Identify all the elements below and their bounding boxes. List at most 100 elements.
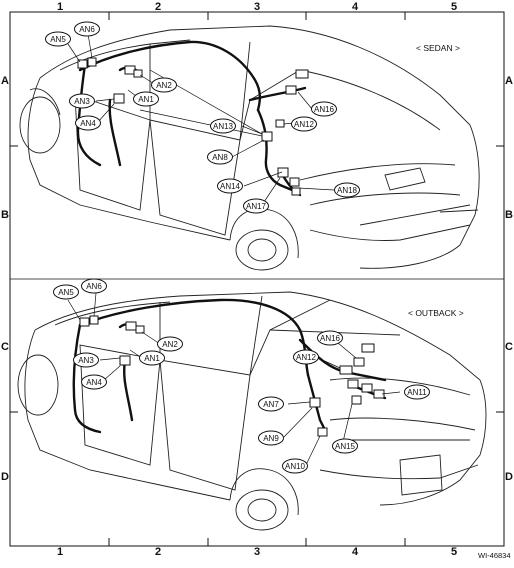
- row-label-left: D: [1, 471, 9, 483]
- callout-oval: [207, 149, 233, 165]
- row-label-right: B: [505, 209, 513, 221]
- col-label-top: 5: [451, 1, 457, 13]
- callout-oval: [258, 430, 284, 446]
- callout-label: AN12: [296, 353, 317, 362]
- callout-oval: [317, 330, 343, 346]
- sedan-callout: AN3: [69, 93, 95, 109]
- sedan-callout: AN8: [207, 149, 233, 165]
- sedan-car-outline: [19, 25, 480, 271]
- callout-oval: [74, 21, 100, 37]
- callout-oval: [210, 118, 236, 134]
- figure-id: WI-46834: [478, 551, 511, 560]
- grid-labels: 1 2 3 4 5 1 2 3 4 5 A B C D A B C D: [1, 1, 513, 558]
- callout-oval: [139, 350, 165, 366]
- callout-label: AN18: [337, 186, 358, 195]
- col-label-bottom: 5: [451, 546, 457, 558]
- callout-label: AN16: [320, 334, 341, 343]
- callout-oval: [243, 198, 269, 214]
- outback-callout: AN7: [258, 396, 284, 412]
- callout-label: AN12: [294, 120, 315, 129]
- sedan-connectors: [77, 57, 309, 196]
- sedan-callout: AN17: [243, 198, 269, 214]
- sedan-title: < SEDAN >: [416, 43, 460, 53]
- outback-harness: [72, 298, 387, 434]
- callout-label: AN13: [213, 122, 234, 131]
- col-label-top: 4: [352, 1, 359, 13]
- callout-oval: [73, 352, 99, 368]
- row-label-left: B: [1, 209, 9, 221]
- callout-oval: [217, 178, 243, 194]
- callout-label: AN9: [263, 434, 279, 443]
- callout-oval: [81, 374, 107, 390]
- sedan-callout: AN5: [45, 31, 71, 47]
- col-label-top: 3: [254, 1, 260, 13]
- col-label-bottom: 4: [352, 546, 359, 558]
- callout-label: AN10: [285, 462, 306, 471]
- callout-label: AN2: [162, 340, 178, 349]
- sedan-callout: AN16: [311, 101, 337, 117]
- callout-label: AN14: [220, 182, 241, 191]
- sedan-callout: AN12: [291, 116, 317, 132]
- callout-oval: [133, 91, 159, 107]
- callout-label: AN5: [50, 35, 66, 44]
- sedan-callout: AN2: [151, 77, 177, 93]
- callout-oval: [258, 396, 284, 412]
- callout-label: AN16: [314, 105, 335, 114]
- callout-label: AN11: [407, 388, 427, 397]
- callout-label: AN4: [80, 119, 96, 128]
- outback-callout: AN16: [317, 330, 343, 346]
- callout-oval: [334, 182, 360, 198]
- outback-car-outline: [17, 291, 487, 531]
- callout-oval: [81, 278, 107, 294]
- sedan-callout: AN14: [217, 178, 243, 194]
- callout-oval: [282, 458, 308, 474]
- row-label-left: C: [1, 341, 9, 353]
- callout-oval: [291, 116, 317, 132]
- outback-callout: AN9: [258, 430, 284, 446]
- col-label-bottom: 3: [254, 546, 260, 558]
- callout-label: AN15: [335, 442, 356, 451]
- callout-oval: [311, 101, 337, 117]
- sedan-callout: AN6: [74, 21, 100, 37]
- row-label-left: A: [1, 75, 9, 87]
- outback-callout: AN5: [53, 284, 79, 300]
- outback-callout: AN1: [139, 350, 165, 366]
- callout-label: AN6: [86, 282, 102, 291]
- sedan-callout: AN1: [133, 91, 159, 107]
- callout-oval: [53, 284, 79, 300]
- sedan-callout: AN13: [210, 118, 236, 134]
- callout-label: AN5: [58, 288, 74, 297]
- callout-label: AN3: [78, 356, 94, 365]
- callout-oval: [151, 77, 177, 93]
- outback-callout: AN10: [282, 458, 308, 474]
- callout-label: AN3: [74, 97, 90, 106]
- outback-callout: AN15: [332, 438, 358, 454]
- col-label-bottom: 2: [155, 546, 161, 558]
- sedan-callout: AN18: [334, 182, 360, 198]
- callout-label: AN17: [246, 202, 267, 211]
- outback-callout: AN6: [81, 278, 107, 294]
- sedan-callout: AN4: [75, 115, 101, 131]
- col-label-top: 1: [57, 1, 63, 13]
- callout-oval: [69, 93, 95, 109]
- col-label-top: 2: [155, 1, 161, 13]
- outback-callout: AN11: [404, 384, 430, 400]
- callout-label: AN8: [212, 153, 228, 162]
- callout-oval: [332, 438, 358, 454]
- outback-callout: AN12: [293, 349, 319, 365]
- outback-callout: AN4: [81, 374, 107, 390]
- outback-callout: AN3: [73, 352, 99, 368]
- callout-label: AN1: [138, 95, 154, 104]
- callout-oval: [293, 349, 319, 365]
- callout-oval: [75, 115, 101, 131]
- col-label-bottom: 1: [57, 546, 63, 558]
- callout-label: AN4: [86, 378, 102, 387]
- outback-title: < OUTBACK >: [408, 308, 464, 318]
- grid-ticks: [10, 12, 504, 546]
- sedan-harness: [76, 40, 307, 197]
- callout-label: AN7: [263, 400, 279, 409]
- callout-oval: [157, 336, 183, 352]
- callout-oval: [404, 384, 430, 400]
- outback-callout: AN2: [157, 336, 183, 352]
